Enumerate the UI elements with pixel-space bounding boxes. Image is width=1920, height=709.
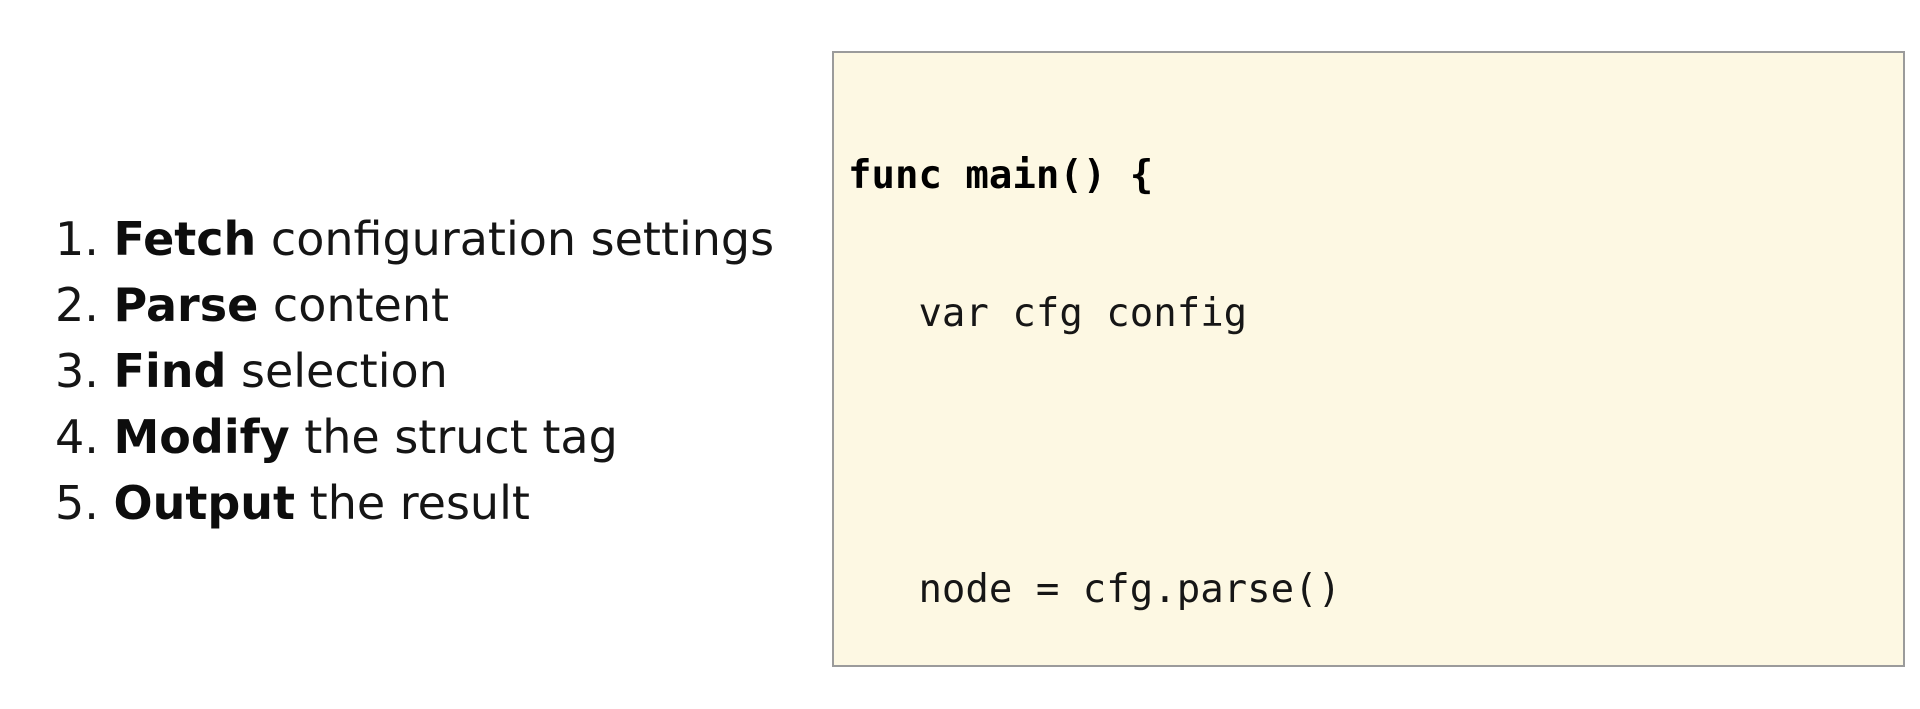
step-keyword: Fetch [113, 212, 257, 266]
step-keyword: Output [113, 476, 296, 530]
step-number: 2. [55, 278, 99, 332]
step-description: configuration settings [256, 212, 775, 266]
step-number: 3. [55, 344, 99, 398]
code-line: node = cfg.parse() [848, 567, 1342, 612]
step-keyword: Find [113, 344, 227, 398]
step-description: the result [295, 476, 530, 530]
code-line: func main() { [848, 153, 1154, 198]
list-item: 4. Modify the struct tag [55, 404, 774, 470]
step-number: 4. [55, 410, 99, 464]
code-block: func main() { var cfg config node = cfg.… [832, 51, 1905, 667]
step-description: selection [226, 344, 448, 398]
list-item: 3. Find selection [55, 338, 774, 404]
step-number: 5. [55, 476, 99, 530]
code-line: var cfg config [848, 291, 1248, 336]
step-keyword: Modify [113, 410, 290, 464]
code-line [848, 429, 1889, 475]
step-description: the struct tag [289, 410, 618, 464]
step-list: 1. Fetch configuration settings 2. Parse… [55, 206, 774, 536]
step-description: content [258, 278, 450, 332]
list-item: 1. Fetch configuration settings [55, 206, 774, 272]
step-number: 1. [55, 212, 99, 266]
step-keyword: Parse [113, 278, 259, 332]
list-item: 5. Output the result [55, 470, 774, 536]
list-item: 2. Parse content [55, 272, 774, 338]
